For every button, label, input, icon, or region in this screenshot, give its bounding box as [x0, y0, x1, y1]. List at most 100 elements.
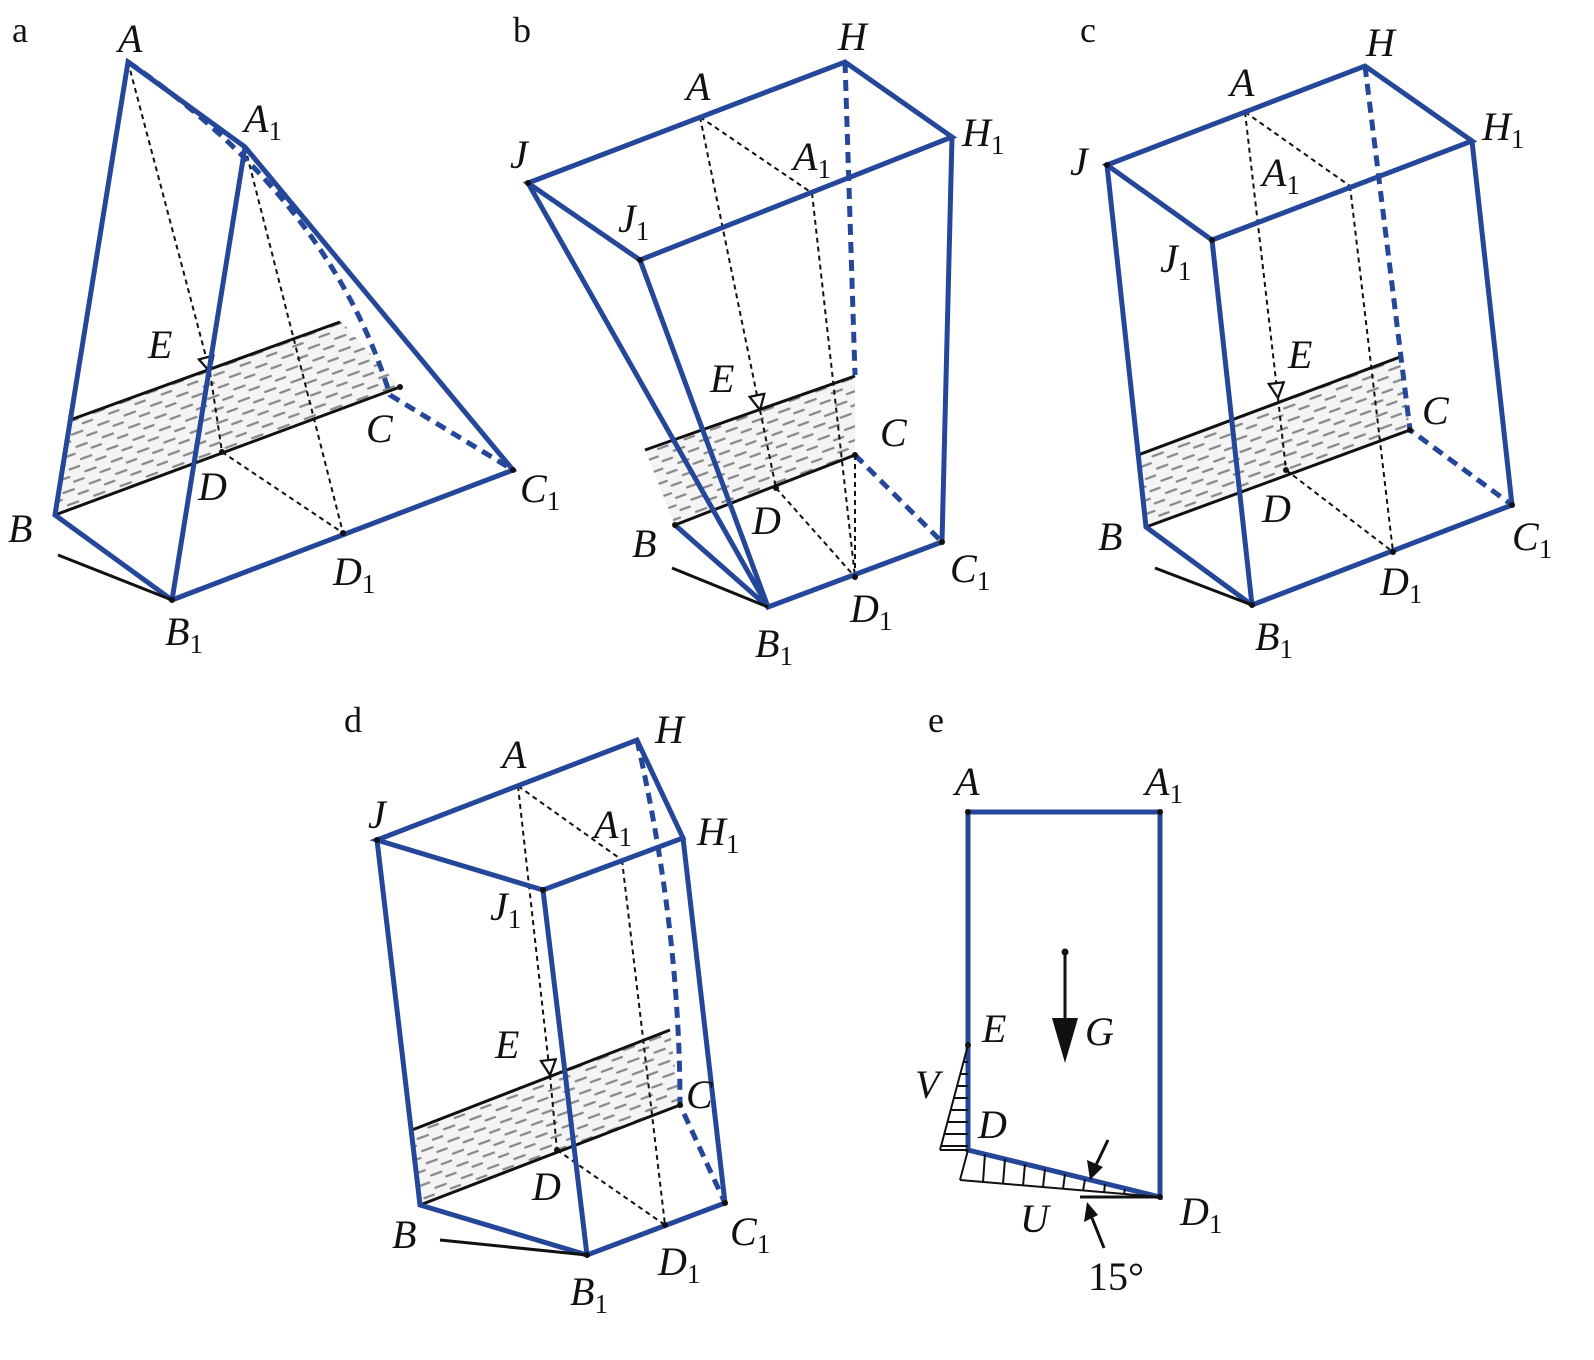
panel-e-label-D: D [977, 1102, 1007, 1147]
panel-b-label-D1: D1 [849, 586, 892, 636]
panel-c-point-C [1407, 427, 1413, 433]
panel-e-pressure-V-hatch [942, 1061, 968, 1147]
panel-e-pressure-U-edge [959, 1149, 969, 1181]
panel-d-point-J [374, 837, 380, 843]
panel-b-label-E: E [709, 356, 734, 401]
panel-d-line-AE [517, 785, 550, 1075]
panel-e-point-A [965, 809, 971, 815]
panel-c-point-J1 [1209, 237, 1215, 243]
panel-d-sliding-band [412, 1030, 680, 1205]
panel-d-label-C: C [686, 1072, 714, 1117]
panel-d-label-B: B [392, 1212, 416, 1257]
panel-b-line-AE [699, 116, 760, 410]
panel-c-line-ED [1277, 397, 1287, 471]
panel-c-label-D: D [1261, 486, 1291, 531]
panel-e-angle-arrow-bottom-shaft [1090, 1217, 1106, 1249]
panel-b-label-A: A [683, 64, 711, 109]
panel-b-label-B1: B1 [755, 621, 793, 671]
panel-c-line-AA1 [1244, 111, 1351, 187]
panel-a-edge-AC1 [126, 59, 515, 473]
panel-a-point-B1 [169, 597, 175, 603]
panel-d-letter: d [344, 700, 362, 740]
panel-d-point-D1 [662, 1222, 668, 1228]
panel-d-band-lower [419, 1103, 681, 1207]
panel-b-label-J1: J1 [618, 196, 649, 246]
panel-e-letter: e [928, 700, 944, 740]
panel-d-label-E: E [494, 1022, 519, 1067]
panel-d-label-D1: D1 [657, 1239, 700, 1289]
panel-a-label-D: D [197, 464, 227, 509]
panel-c-label-H1: H1 [1481, 104, 1524, 154]
panel-b-hidden-HC1 [842, 61, 944, 544]
panel-e-pressure-U-hatch [982, 1153, 1126, 1195]
panel-e-angle-label: 15° [1088, 1254, 1144, 1299]
panel-e-label-G: G [1085, 1009, 1114, 1054]
panel-d-label-H1: H1 [696, 809, 739, 859]
panel-e-label-A: A [952, 759, 980, 804]
panel-b-label-D: D [751, 498, 781, 543]
panel-b-band-upper [644, 374, 856, 452]
panel-a-line-DD1 [221, 451, 344, 534]
panel-d-point-D [554, 1147, 560, 1153]
panel-d-point-C [677, 1102, 683, 1108]
panel-c-label-B: B [1098, 514, 1122, 559]
panel-d-band-upper [411, 1028, 671, 1132]
panel-e-angle-arrow-bottom-head [1084, 1202, 1098, 1222]
panel-c-point-B1 [1249, 602, 1255, 608]
panel-a-band-lower [54, 385, 401, 517]
panel-a-label-D1: D1 [332, 549, 375, 599]
panel-b-point-B [672, 522, 678, 528]
panel-c-letter: c [1080, 10, 1096, 50]
panel-c-point-D1 [1390, 549, 1396, 555]
panel-b-band-lower [674, 453, 856, 527]
panel-c-label-D1: D1 [1379, 559, 1422, 609]
panel-a-sliding-band [55, 320, 400, 515]
panel-b-label-J: J [510, 132, 530, 177]
panel-b-point-C [852, 452, 858, 458]
panel-e-pressure-U-base [959, 1179, 1161, 1198]
panel-c-ground [1154, 566, 1253, 607]
panel-b-sliding-band [645, 376, 855, 525]
panel-b: b H A H1 J A1 J1 E C D B C1 D1 B1 [510, 10, 1004, 671]
panel-a-line-ED [209, 371, 223, 453]
panel-a-label-C1: C1 [520, 466, 560, 516]
panel-b-label-H: H [837, 14, 869, 59]
panel-a-line-A1D1 [244, 146, 344, 534]
panel-b-label-H1: H1 [961, 110, 1004, 160]
panel-d: d H A A1 H1 J J1 E C D B C1 D1 B1 [344, 700, 770, 1319]
panel-c: c H A H1 J A1 J1 E C D B C1 D1 B1 [1070, 10, 1552, 664]
panel-b-line-DD1 [775, 487, 856, 578]
panel-b-point-J [525, 180, 531, 186]
panel-c-point-C1 [1509, 502, 1515, 508]
panel-d-label-C1: C1 [730, 1209, 770, 1259]
panel-d-label-A: A [499, 732, 527, 777]
panel-a-point-C1 [510, 467, 516, 473]
panel-b-label-A1: A1 [790, 134, 831, 184]
panel-a-edge-AB [52, 57, 518, 603]
panel-b-ground [671, 566, 769, 609]
panel-a-point-D [219, 449, 225, 455]
panel-b-point-D1 [852, 574, 858, 580]
panel-a-ground [57, 553, 173, 602]
panel-e-angle-arrow-top-head [1087, 1160, 1103, 1180]
panel-d-line-ED [549, 1074, 558, 1151]
panel-d-ground [439, 1238, 588, 1257]
panel-a-label-A: A [115, 16, 143, 61]
panel-c-label-E: E [1287, 332, 1312, 377]
panel-c-band-upper [1137, 355, 1401, 457]
panel-d-label-H: H [654, 707, 686, 752]
panel-a: a A A1 E C D B C1 D1 B1 [8, 10, 560, 659]
panel-e-label-E: E [981, 1006, 1006, 1051]
panel-b-label-C1: C1 [950, 546, 990, 596]
panel-a-label-B1: B1 [165, 609, 203, 659]
panel-c-label-C1: C1 [1512, 514, 1552, 564]
panel-c-label-A: A [1227, 60, 1255, 105]
panel-e: e [915, 700, 1222, 1299]
panel-e-point-A1 [1157, 809, 1163, 815]
panel-c-point-J [1104, 162, 1110, 168]
panel-d-label-A1: A1 [591, 802, 632, 852]
panel-e-gravity-arrowhead [1052, 1018, 1078, 1063]
panel-c-label-H: H [1365, 20, 1397, 65]
panel-d-hidden-HC1 [634, 739, 728, 1205]
panel-a-point-D1 [340, 530, 346, 536]
